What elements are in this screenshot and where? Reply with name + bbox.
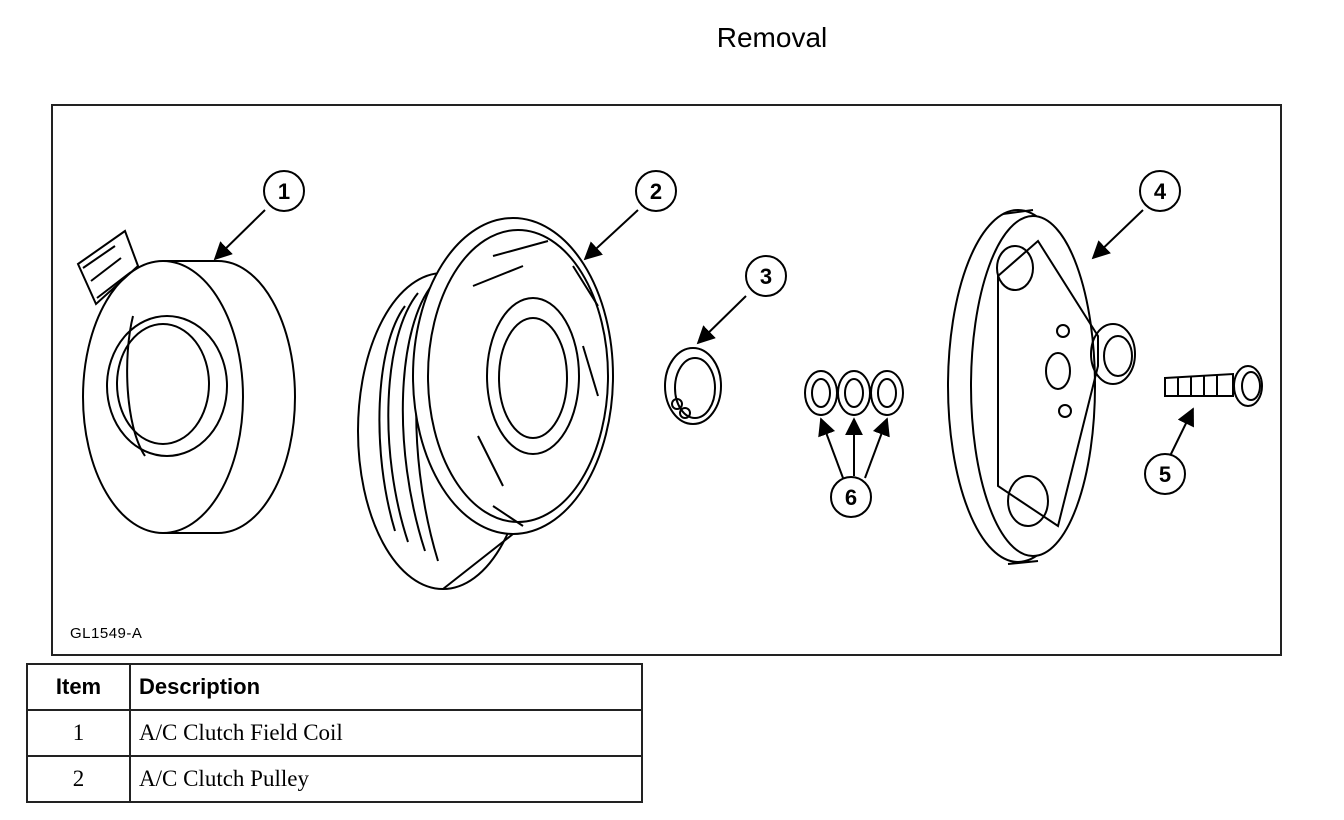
legend-item-description: A/C Clutch Field Coil [129, 709, 643, 757]
pulley-part [357, 217, 614, 590]
callout-3-circle [745, 255, 787, 297]
clutch-plate-part [947, 209, 1136, 565]
field-coil-part [76, 229, 296, 534]
legend-header-row: Item Description [26, 663, 643, 711]
legend-item-description: A/C Clutch Pulley [129, 755, 643, 803]
page-title: Removal [0, 22, 1344, 54]
callout-2-label: 2 [650, 179, 662, 204]
exploded-diagram: 1 2 3 4 5 6 GL1549-A [51, 104, 1282, 656]
snap-ring-part [664, 347, 722, 425]
leader-arrows [213, 209, 1194, 479]
callout-1-label: 1 [278, 179, 290, 204]
table-row: 1 A/C Clutch Field Coil [26, 709, 643, 757]
legend-header-item: Item [26, 663, 131, 711]
table-row: 2 A/C Clutch Pulley [26, 755, 643, 803]
callout-1-circle [263, 170, 305, 212]
callout-5-label: 5 [1159, 462, 1171, 487]
callout-4-circle [1139, 170, 1181, 212]
legend-item-number: 2 [26, 755, 131, 803]
callout-circles [263, 170, 1186, 518]
callout-6-circle [830, 476, 872, 518]
legend-item-number: 1 [26, 709, 131, 757]
legend-header-description: Description [129, 663, 643, 711]
callout-3-label: 3 [760, 264, 772, 289]
legend-table: Item Description 1 A/C Clutch Field Coil… [26, 663, 643, 803]
callout-5-circle [1144, 453, 1186, 495]
callout-6-label: 6 [845, 485, 857, 510]
callout-4-label: 4 [1154, 179, 1167, 204]
callout-2-circle [635, 170, 677, 212]
bolt-part [1164, 365, 1263, 407]
figure-code: GL1549-A [70, 625, 143, 642]
shims-part [804, 370, 904, 416]
diagram-canvas: 1 2 3 4 5 6 [76, 170, 1263, 590]
title-text: Removal [716, 22, 828, 53]
